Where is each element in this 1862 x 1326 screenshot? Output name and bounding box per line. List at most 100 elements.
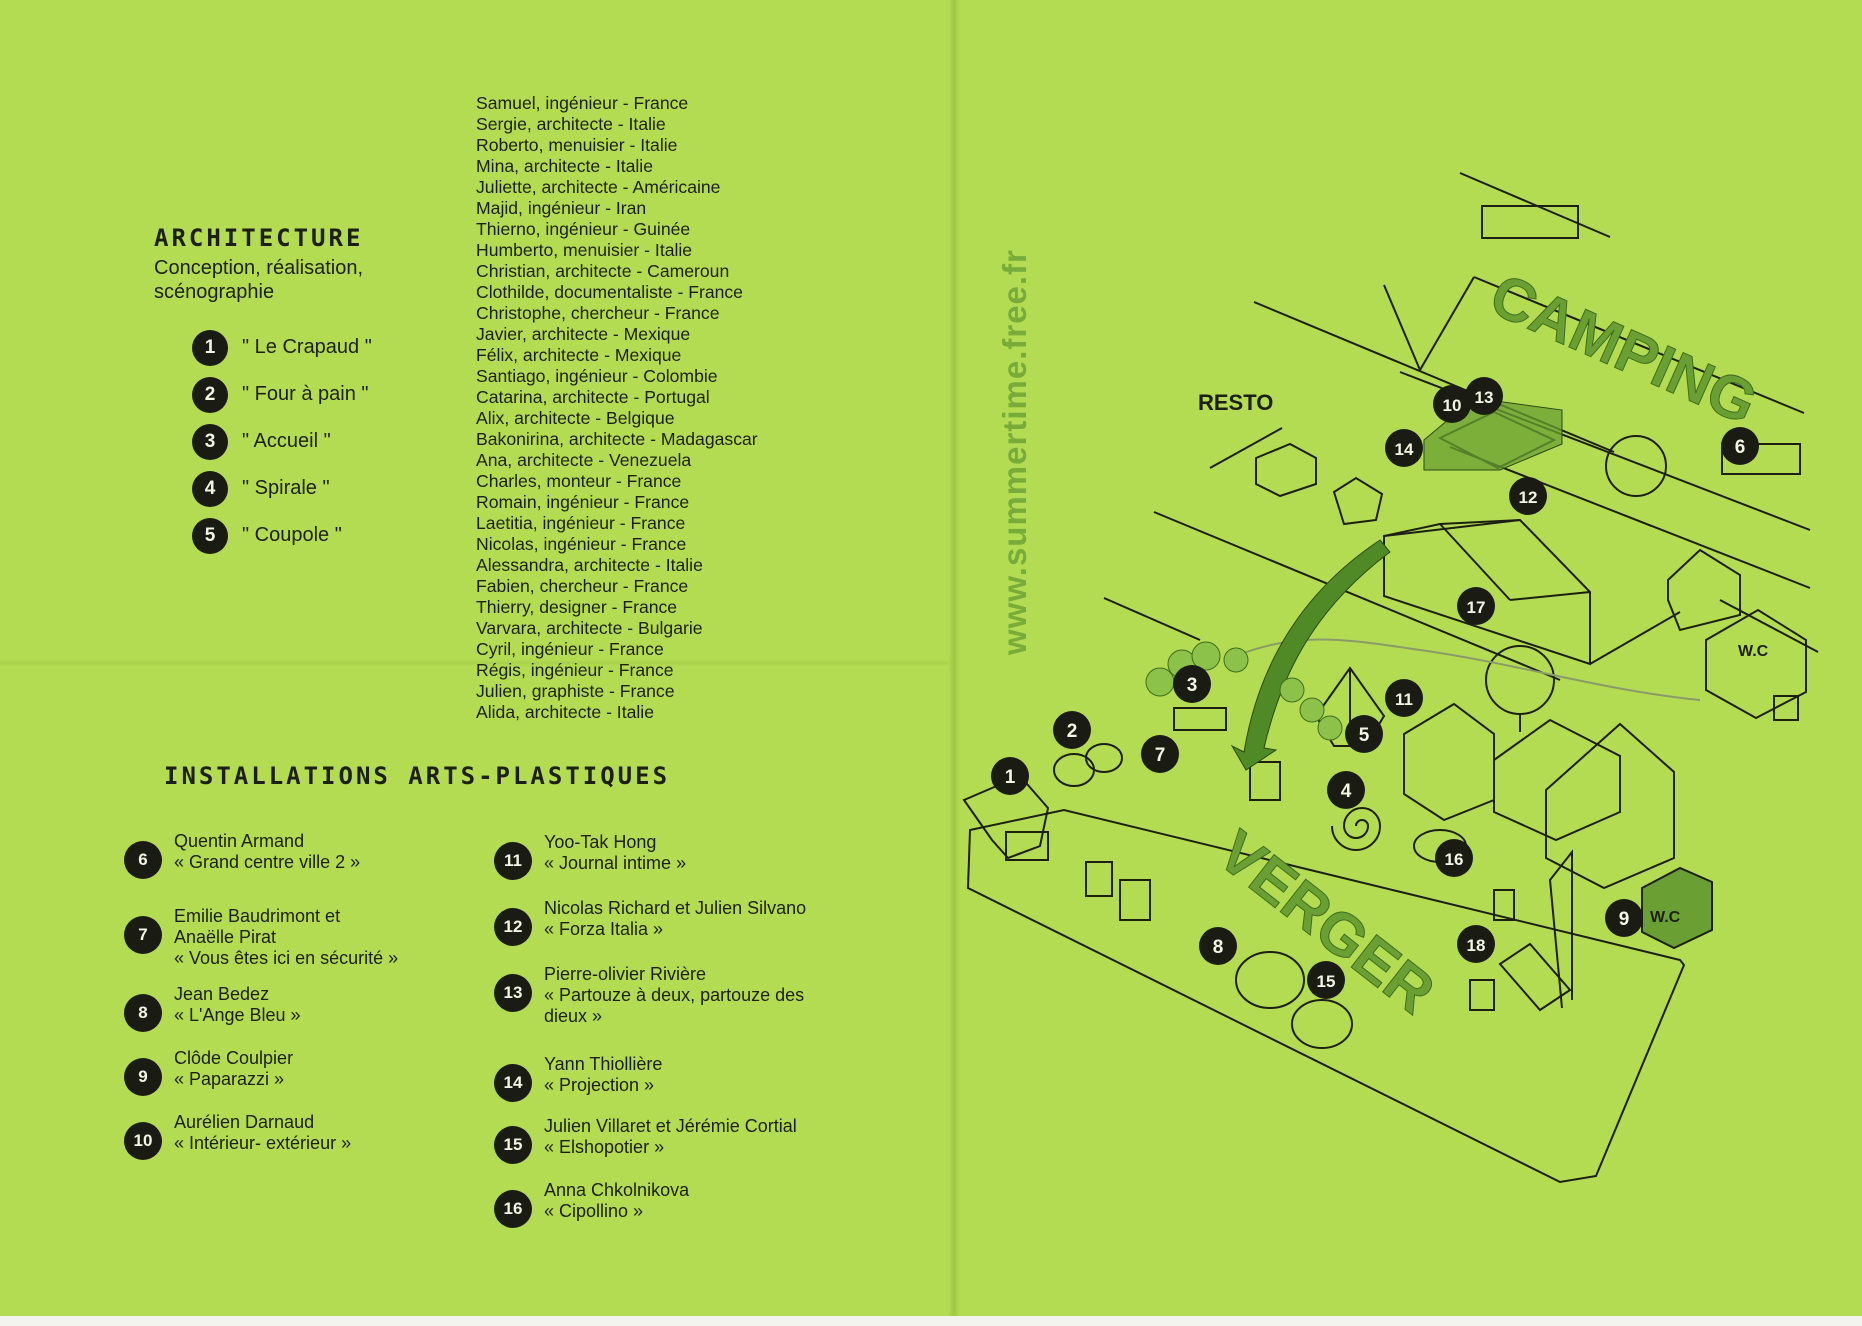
installation-text: Jean Bedez« L'Ange Bleu » xyxy=(174,984,301,1026)
marker-number: 17 xyxy=(1467,598,1486,617)
marker-circle xyxy=(1173,665,1211,703)
installation-line: « Paparazzi » xyxy=(174,1069,285,1089)
number-badge: 14 xyxy=(494,1064,532,1102)
website-text: www.summertime.free.fr xyxy=(996,249,1033,656)
architecture-subtitle: Conception, réalisation, scénographie xyxy=(154,257,364,303)
marker-number: 9 xyxy=(1619,909,1630,930)
map-marker: 10 xyxy=(1433,385,1471,423)
architecture-item-label: " Le Crapaud " xyxy=(242,336,372,358)
map-marker: 17 xyxy=(1457,587,1495,625)
number-badge: 4 xyxy=(192,471,228,507)
team-member: Varvara, architecte - Bulgarie xyxy=(476,618,703,638)
number-badge: 3 xyxy=(192,424,228,460)
marker-number: 10 xyxy=(1443,396,1462,415)
installation-line: Quentin Armand xyxy=(174,831,305,851)
marker-number: 18 xyxy=(1467,936,1486,955)
map-marker: 11 xyxy=(1385,679,1423,717)
map-marker: 15 xyxy=(1307,961,1345,999)
team-member: Ana, architecte - Venezuela xyxy=(476,450,692,470)
team-member: Cyril, ingénieur - France xyxy=(476,639,664,659)
number-badge: 15 xyxy=(494,1126,532,1164)
marker-circle xyxy=(1385,429,1423,467)
team-member: Thierno, ingénieur - Guinée xyxy=(476,219,691,239)
marker-number: 6 xyxy=(1735,437,1746,458)
map-marker: 13 xyxy=(1465,377,1503,415)
team-member: Majid, ingénieur - Iran xyxy=(476,198,647,218)
map-marker: 7 xyxy=(1141,735,1179,773)
installation-line: Julien Villaret et Jérémie Cortial xyxy=(544,1116,797,1136)
team-member: Alessandra, architecte - Italie xyxy=(476,555,703,575)
architecture-item: 3 " Accueil " xyxy=(192,424,432,464)
marker-circle xyxy=(1345,715,1383,753)
team-member: Christian, architecte - Cameroun xyxy=(476,261,730,281)
marker-circle xyxy=(1435,839,1473,877)
team-member: Christophe, chercheur - France xyxy=(476,303,720,323)
installation-line: Yoo-Tak Hong xyxy=(544,832,657,852)
team-member: Félix, architecte - Mexique xyxy=(476,345,682,365)
number-badge: 10 xyxy=(124,1122,162,1160)
installation-text: Yoo-Tak Hong« Journal intime » xyxy=(544,832,686,874)
map-marker: 6 xyxy=(1721,427,1759,465)
installation-line: « Vous êtes ici en sécurité » xyxy=(174,948,399,968)
architecture-item-label: " Spirale " xyxy=(242,477,330,499)
architecture-item: 4 " Spirale " xyxy=(192,471,432,511)
team-member: Julien, graphiste - France xyxy=(476,681,675,701)
marker-number: 7 xyxy=(1155,745,1166,766)
architecture-item: 5 " Coupole " xyxy=(192,518,432,558)
installation-text: Quentin Armand« Grand centre ville 2 » xyxy=(174,831,360,873)
number-badge: 1 xyxy=(192,330,228,366)
team-member: Nicolas, ingénieur - France xyxy=(476,534,687,554)
team-member: Santiago, ingénieur - Colombie xyxy=(476,366,718,386)
scan-edge xyxy=(0,1316,1862,1326)
map-marker: 14 xyxy=(1385,429,1423,467)
map-marker: 9 xyxy=(1605,899,1643,937)
number-badge: 6 xyxy=(124,841,162,879)
marker-number: 12 xyxy=(1519,488,1538,507)
team-member: Régis, ingénieur - France xyxy=(476,660,674,680)
center-fold xyxy=(948,0,960,1316)
arrow-icon xyxy=(1230,539,1391,771)
wc-label-right: W.C xyxy=(1738,643,1769,660)
installation-text: Julien Villaret et Jérémie Cortial« Elsh… xyxy=(544,1116,797,1158)
installation-line: Anna Chkolnikova xyxy=(544,1180,690,1200)
architecture-item: 1 " Le Crapaud " xyxy=(192,330,432,370)
installation-line: « Projection » xyxy=(544,1075,655,1095)
installation-line: « Elshopotier » xyxy=(544,1137,665,1157)
number-badge: 5 xyxy=(192,518,228,554)
marker-circle xyxy=(1433,385,1471,423)
team-member: Alix, architecte - Belgique xyxy=(476,408,675,428)
map-marker: 5 xyxy=(1345,715,1383,753)
marker-circle xyxy=(1199,927,1237,965)
installation-line: Aurélien Darnaud xyxy=(174,1112,315,1132)
architecture-item-label: " Four à pain " xyxy=(242,383,369,405)
number-badge: 2 xyxy=(192,377,228,413)
installation-text: Nicolas Richard et Julien Silvano« Forza… xyxy=(544,898,806,940)
marker-circle xyxy=(1053,711,1091,749)
team-member: Samuel, ingénieur - France xyxy=(476,93,689,113)
marker-number: 11 xyxy=(1395,690,1413,709)
marker-circle xyxy=(1307,961,1345,999)
installation-line: « L'Ange Bleu » xyxy=(174,1005,301,1025)
installation-text: Aurélien Darnaud« Intérieur- extérieur » xyxy=(174,1112,351,1154)
horizontal-fold xyxy=(0,660,948,666)
team-member: Sergie, architecte - Italie xyxy=(476,114,666,134)
map-marker: 18 xyxy=(1457,925,1495,963)
team-member: Thierry, designer - France xyxy=(476,597,678,617)
marker-circle xyxy=(1465,377,1503,415)
installation-line: « Forza Italia » xyxy=(544,919,664,939)
map-linework xyxy=(962,172,1819,1184)
marker-circle xyxy=(1141,735,1179,773)
team-member: Juliette, architecte - Américaine xyxy=(476,177,721,197)
marker-number: 16 xyxy=(1445,850,1464,869)
number-badge: 8 xyxy=(124,994,162,1032)
marker-number: 1 xyxy=(1005,767,1016,788)
marker-number: 15 xyxy=(1317,972,1336,991)
installation-line: Emilie Baudrimont et xyxy=(174,906,341,926)
team-member: Romain, ingénieur - France xyxy=(476,492,690,512)
installation-text: Clôde Coulpier« Paparazzi » xyxy=(174,1048,293,1090)
marker-circle xyxy=(1721,427,1759,465)
architecture-item-label: " Accueil " xyxy=(242,430,331,452)
